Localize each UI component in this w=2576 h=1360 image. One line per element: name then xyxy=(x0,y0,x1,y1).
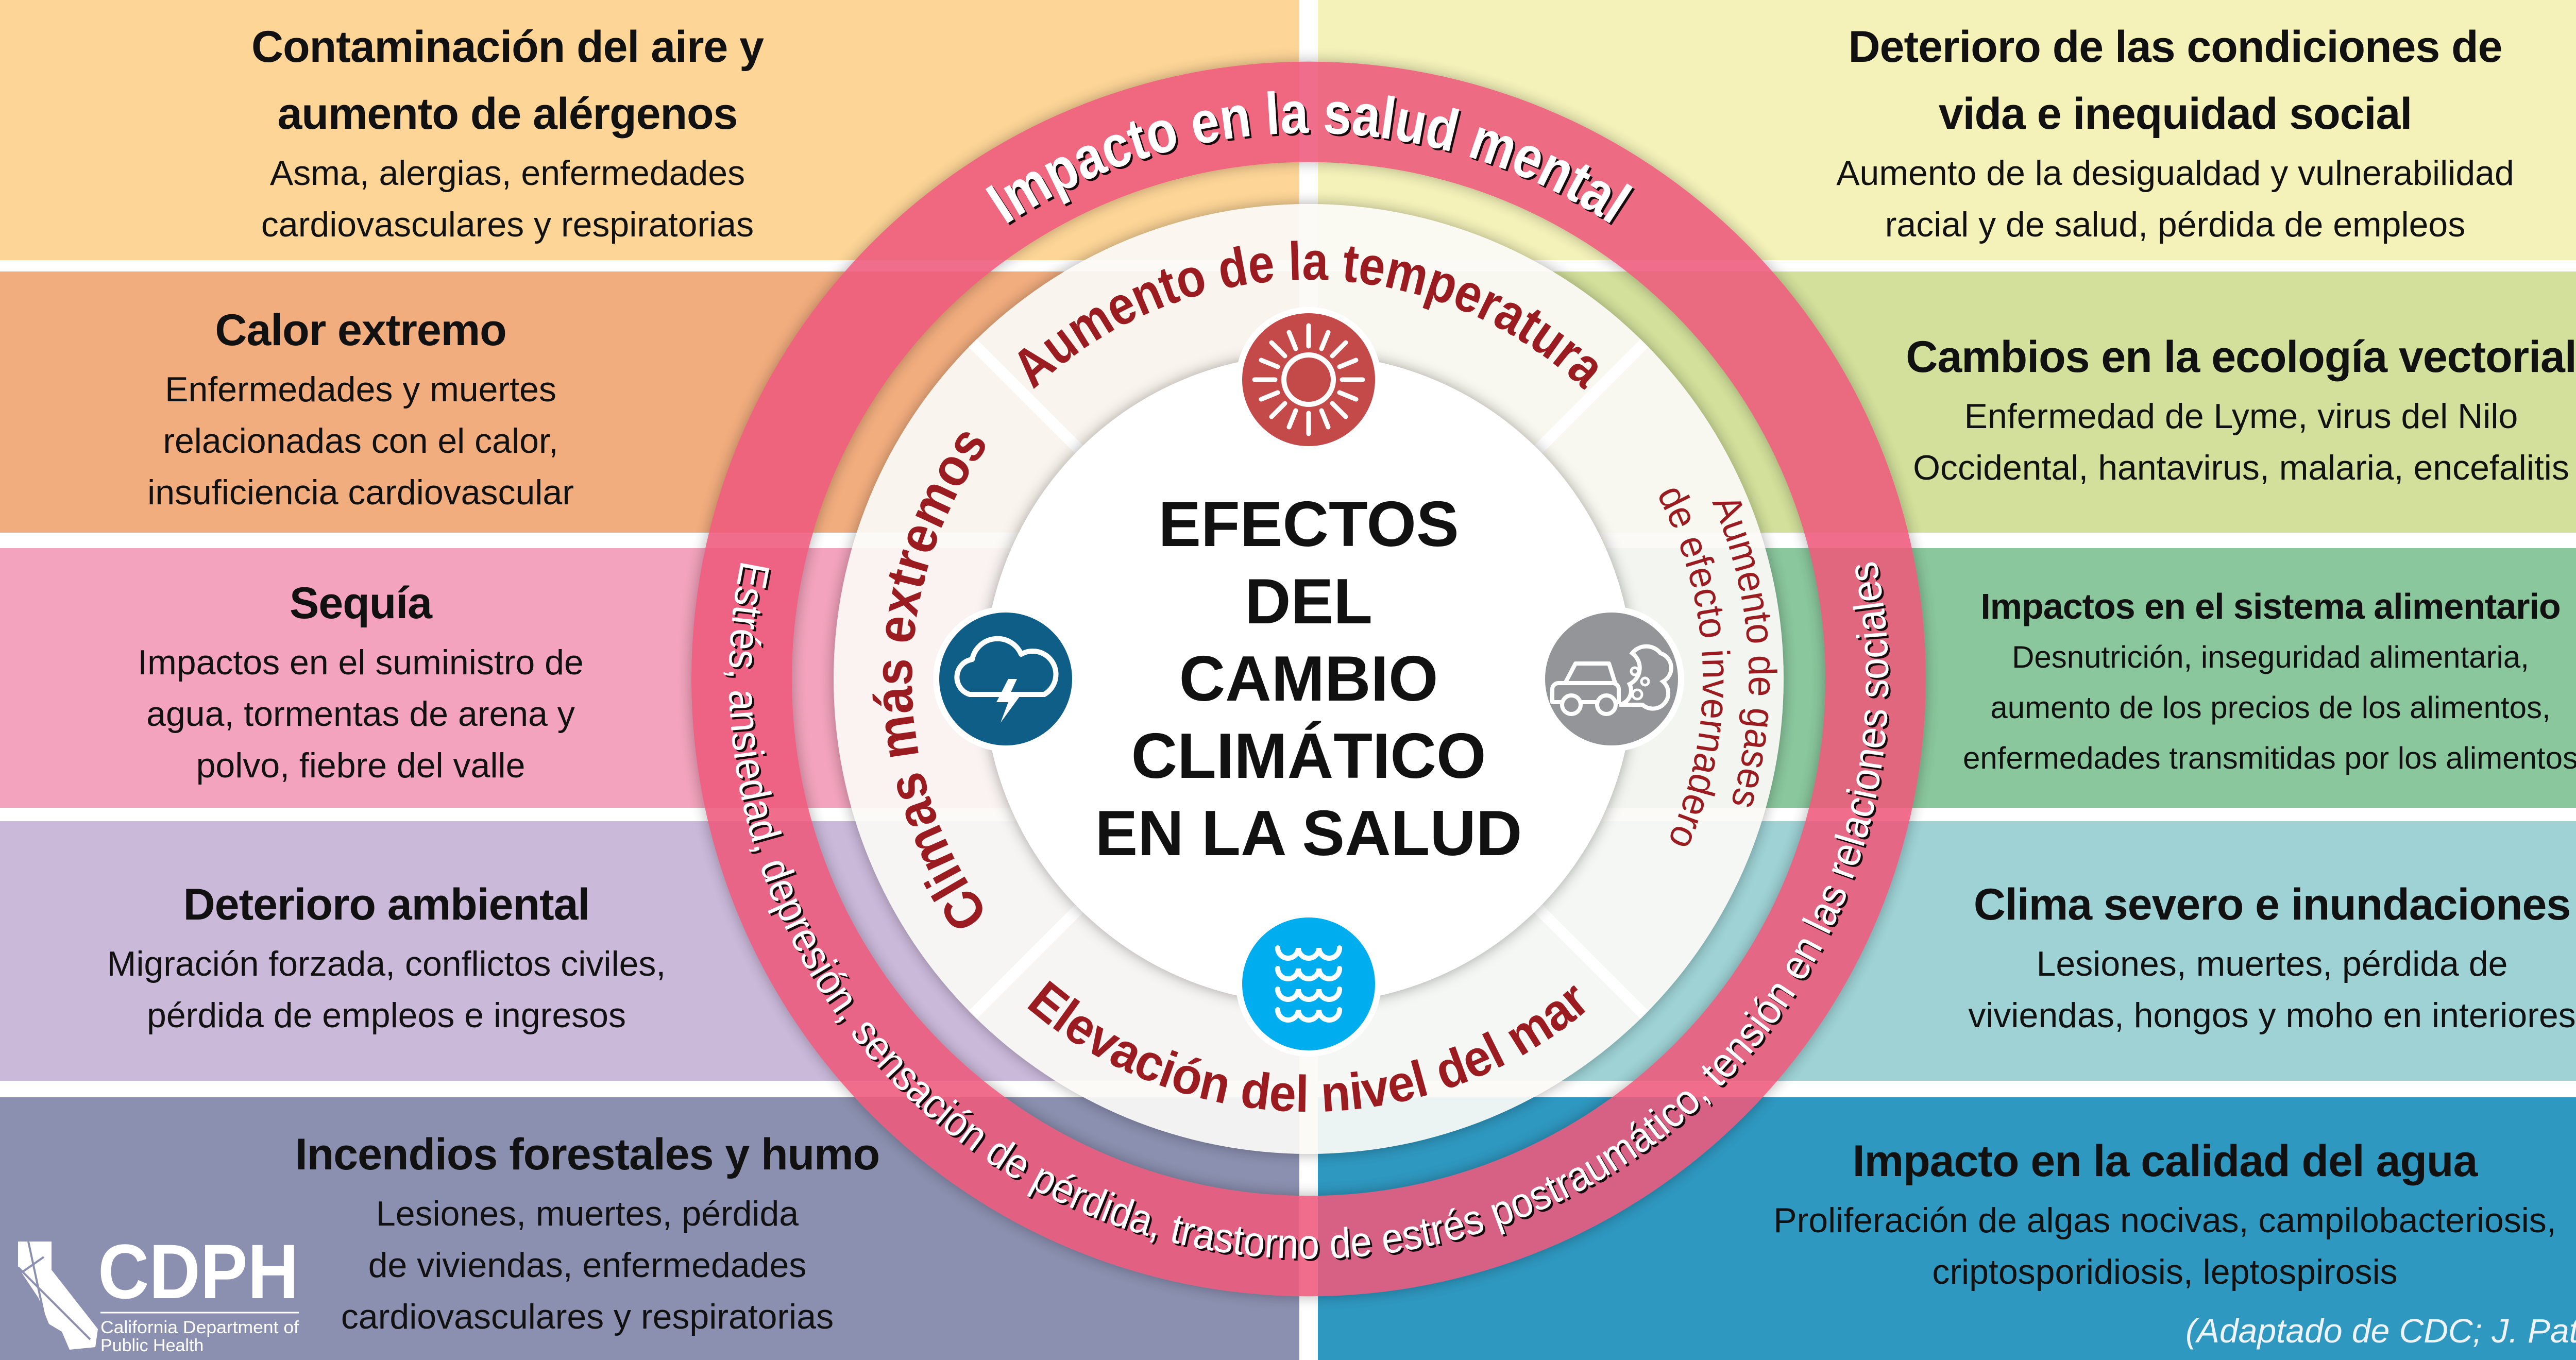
panel-body: agua, tormentas de arena y xyxy=(146,694,575,734)
panel-body: cardiovasculares y respiratorias xyxy=(261,205,754,244)
panel-title: Contaminación del aire y xyxy=(251,22,764,72)
panel-body: pérdida de empleos e ingresos xyxy=(147,996,626,1035)
panel-body: Proliferación de algas nocivas, campilob… xyxy=(1773,1201,2556,1240)
left-panel-3: Sequía Impactos en el suministro de agua… xyxy=(0,570,902,791)
panel-body: insuficiencia cardiovascular xyxy=(147,473,574,512)
panel-title: aumento de alérgenos xyxy=(277,89,738,139)
title-line: DEL xyxy=(1245,566,1372,637)
right-panel-1: Deterioro de las condiciones de vida e i… xyxy=(1634,13,2576,250)
panel-body: Impactos en el suministro de xyxy=(138,643,584,682)
panel-body: racial y de salud, pérdida de empleos xyxy=(1885,205,2466,244)
panel-title: Cambios en la ecología vectorial xyxy=(1906,332,2576,382)
panel-body: Enfermedad de Lyme, virus del Nilo xyxy=(1964,397,2518,436)
citation: (Adaptado de CDC; J. Patz) xyxy=(2185,1312,2576,1350)
california-map-icon xyxy=(18,1242,98,1350)
panel-body: Lesiones, muertes, pérdida xyxy=(376,1194,799,1233)
logo-acronym: CDPH xyxy=(98,1228,299,1315)
car-exhaust-icon xyxy=(1539,606,1684,752)
panel-title: Clima severo e inundaciones xyxy=(1973,880,2571,929)
cdph-logo: CDPH California Department of Public Hea… xyxy=(17,1228,299,1355)
left-panel-5: Incendios forestales y humo Lesiones, mu… xyxy=(46,1121,1128,1342)
panel-body: Migración forzada, conflictos civiles, xyxy=(107,944,666,983)
panel-body: relacionadas con el calor, xyxy=(163,421,558,461)
divider xyxy=(969,339,1083,454)
panel-body: Asma, alergias, enfermedades xyxy=(269,154,745,193)
panel-title: Calor extremo xyxy=(215,305,506,355)
panel-title: Incendios forestales y humo xyxy=(295,1130,880,1179)
inner-ring-dividers xyxy=(969,339,1649,1019)
panel-body: aumento de los precios de los alimentos, xyxy=(1990,690,2551,725)
sun-icon xyxy=(1236,307,1381,452)
title-line: EN LA SALUD xyxy=(1095,798,1522,869)
right-panel-4: Clima severo e inundaciones Lesiones, mu… xyxy=(1731,871,2576,1041)
panel-body: Occidental, hantavirus, malaria, encefal… xyxy=(1913,448,2569,487)
divider xyxy=(1534,904,1649,1019)
panel-body: viviendas, hongos y moho en interiores xyxy=(1968,996,2576,1035)
title-line: CLIMÁTICO xyxy=(1131,721,1486,792)
panel-body: polvo, fiebre del valle xyxy=(196,746,526,785)
panel-body: Lesiones, muertes, pérdida de xyxy=(2036,944,2508,983)
logo-line-1: California Department of xyxy=(100,1318,299,1337)
storm-cloud-icon xyxy=(933,606,1078,752)
panel-title: Sequía xyxy=(290,579,432,628)
panel-body: enfermedades transmitidas por los alimen… xyxy=(1963,741,2576,775)
right-panel-5: Impacto en la calidad del agua Prolifera… xyxy=(1624,1128,2576,1298)
right-panel-2: Cambios en la ecología vectorial Enferme… xyxy=(1700,324,2576,494)
center-title: EFECTOS DEL CAMBIO CLIMÁTICO EN LA SALUD xyxy=(1095,489,1522,869)
panel-body: criptosporidiosis, leptospirosis xyxy=(1932,1252,2398,1291)
title-line: EFECTOS xyxy=(1158,489,1459,560)
panel-title: Impacto en la calidad del agua xyxy=(1852,1136,2478,1186)
panel-title: Impactos en el sistema alimentario xyxy=(1980,586,2561,626)
panel-title: Deterioro ambiental xyxy=(183,880,590,929)
panel-body: Aumento de la desigualdad y vulnerabilid… xyxy=(1836,154,2514,193)
divider xyxy=(1534,339,1649,454)
left-panel-4: Deterioro ambiental Migración forzada, c… xyxy=(0,871,927,1041)
panel-body: Desnutrición, inseguridad alimentaria, xyxy=(2012,640,2529,674)
left-panel-1: Contaminación del aire y aumento de alér… xyxy=(0,13,1048,250)
panel-title: vida e inequidad social xyxy=(1938,89,2413,139)
panel-title: Deterioro de las condiciones de xyxy=(1848,22,2503,72)
water-waves-icon xyxy=(1236,911,1381,1057)
panel-body: Enfermedades y muertes xyxy=(165,370,556,409)
left-panel-2: Calor extremo Enfermedades y muertes rel… xyxy=(0,297,902,518)
logo-line-2: Public Health xyxy=(100,1336,204,1355)
center-circle xyxy=(984,354,1633,1004)
panel-body: cardiovasculares y respiratorias xyxy=(341,1297,834,1336)
right-panel-3: Impactos en el sistema alimentario Desnu… xyxy=(1730,581,2576,784)
divider xyxy=(969,904,1083,1019)
panel-body: de viviendas, enfermedades xyxy=(368,1246,807,1285)
title-line: CAMBIO xyxy=(1179,643,1438,715)
